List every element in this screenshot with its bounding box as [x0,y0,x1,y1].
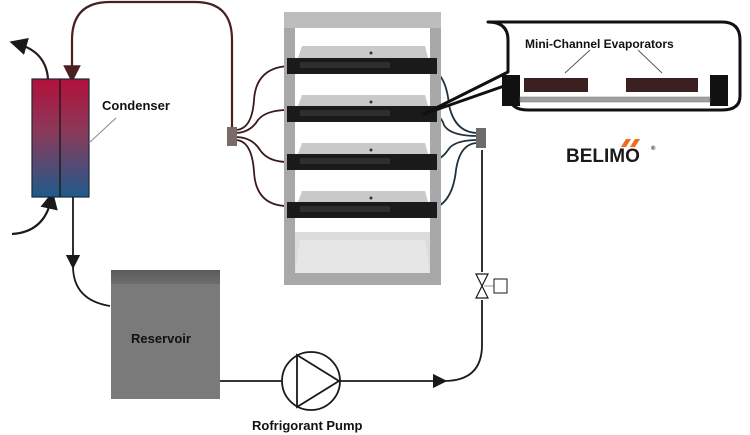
liquid-supply-line [220,150,483,389]
condensate-line [65,197,111,307]
evaporators-label: Mini-Channel Evaporators [525,37,674,51]
control-valve [475,273,508,299]
server-3 [287,143,437,170]
reservoir [111,270,220,399]
refrigerant-pump [281,351,341,411]
evaporator-left [524,78,588,92]
belimo-logo: BELIMO ® [566,139,656,167]
server-4 [287,191,437,218]
server-1 [287,46,437,74]
condenser [31,78,90,198]
server-2 [287,95,437,122]
condenser-label: Condenser [102,98,170,113]
vapor-return-line [63,0,234,128]
evaporator-detail [502,75,728,106]
evaporator-leader-right [637,49,663,74]
brand-name: BELIMO [566,146,640,167]
valve-actuator-icon [493,278,508,294]
condenser-inlet-arrow [11,191,58,236]
brand-registered: ® [651,145,656,152]
pump-label: Rofrigorant Pump [252,418,363,433]
vapor-manifold [227,65,289,207]
reservoir-label: Reservoir [131,331,191,346]
condenser-leader-line [88,117,117,144]
evaporator-right [626,78,698,92]
evaporator-leader-left [564,49,591,74]
condenser-exhaust-arrow [9,37,50,80]
